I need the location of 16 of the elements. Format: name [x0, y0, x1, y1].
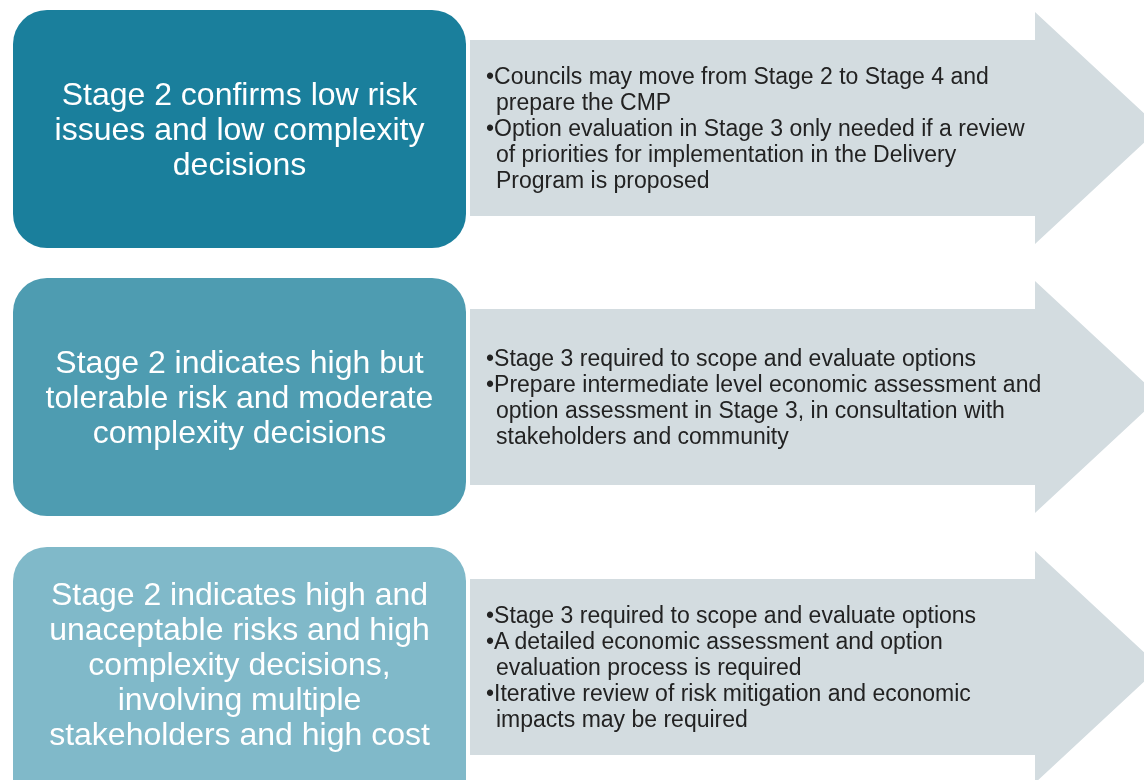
bullet-text: •A detailed economic assessment and option evaluation process is required	[486, 628, 944, 680]
bullet-text: •Stage 3 required to scope and evaluate options	[486, 602, 978, 628]
stage-text: Stage 2 indicates high and unaceptable risks and high complexity decisions, involving multiple stakeholders and high cost	[48, 576, 431, 752]
stage-box	[13, 10, 466, 248]
bullet-text: •Prepare intermediate level economic assessment and option assessment in Stage 3, in consultation with stakeholders and community	[486, 371, 1043, 449]
arrow-callout	[470, 281, 1144, 513]
bullet-text: •Councils may move from Stage 2 to Stage 4 and prepare the CMP	[486, 63, 990, 115]
stage-box	[13, 278, 466, 516]
bullet-text: •Option evaluation in Stage 3 only needed if a review of priorities for implementation in the Delivery Program is proposed	[486, 115, 1026, 193]
arrow-callout	[470, 551, 1144, 780]
stage-text: Stage 2 confirms low risk issues and low complexity decisions	[53, 76, 426, 182]
stage-text: Stage 2 indicates high but tolerable risk and moderate complexity decisions	[44, 344, 435, 450]
bullet-text: •Stage 3 required to scope and evaluate options	[486, 345, 978, 371]
arrow-callout	[470, 12, 1144, 244]
stage-box	[13, 547, 466, 780]
bullet-text: •Iterative review of risk mitigation and economic impacts may be required	[486, 680, 972, 732]
